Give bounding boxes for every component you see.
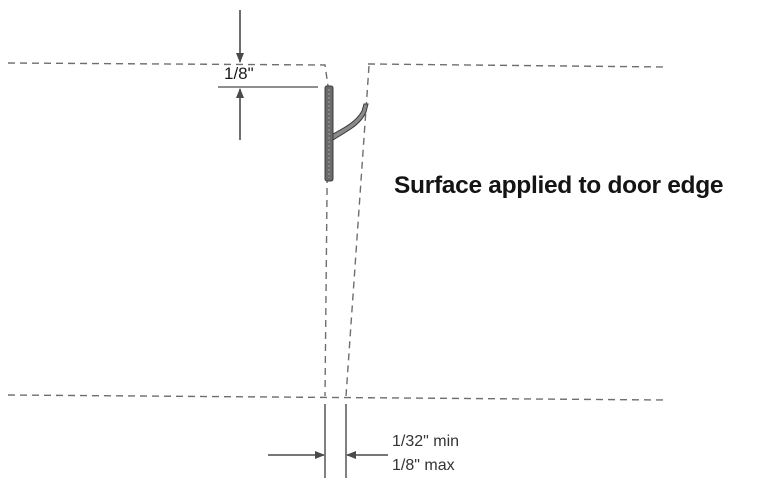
bottom-edge-dashed-line bbox=[7, 394, 666, 401]
top-edge-right-dashed-line bbox=[368, 63, 666, 68]
top-offset-dimension-label: 1/8" bbox=[224, 64, 254, 83]
top-edge-left-dashed-line bbox=[7, 62, 329, 87]
gap-max-dimension-label: 1/8" max bbox=[392, 457, 455, 474]
seal-fin bbox=[332, 103, 369, 141]
frame-stop-dashed-line bbox=[345, 65, 370, 397]
diagram-caption: Surface applied to door edge bbox=[394, 172, 724, 199]
gap-min-dimension-label: 1/32" min bbox=[392, 433, 460, 450]
